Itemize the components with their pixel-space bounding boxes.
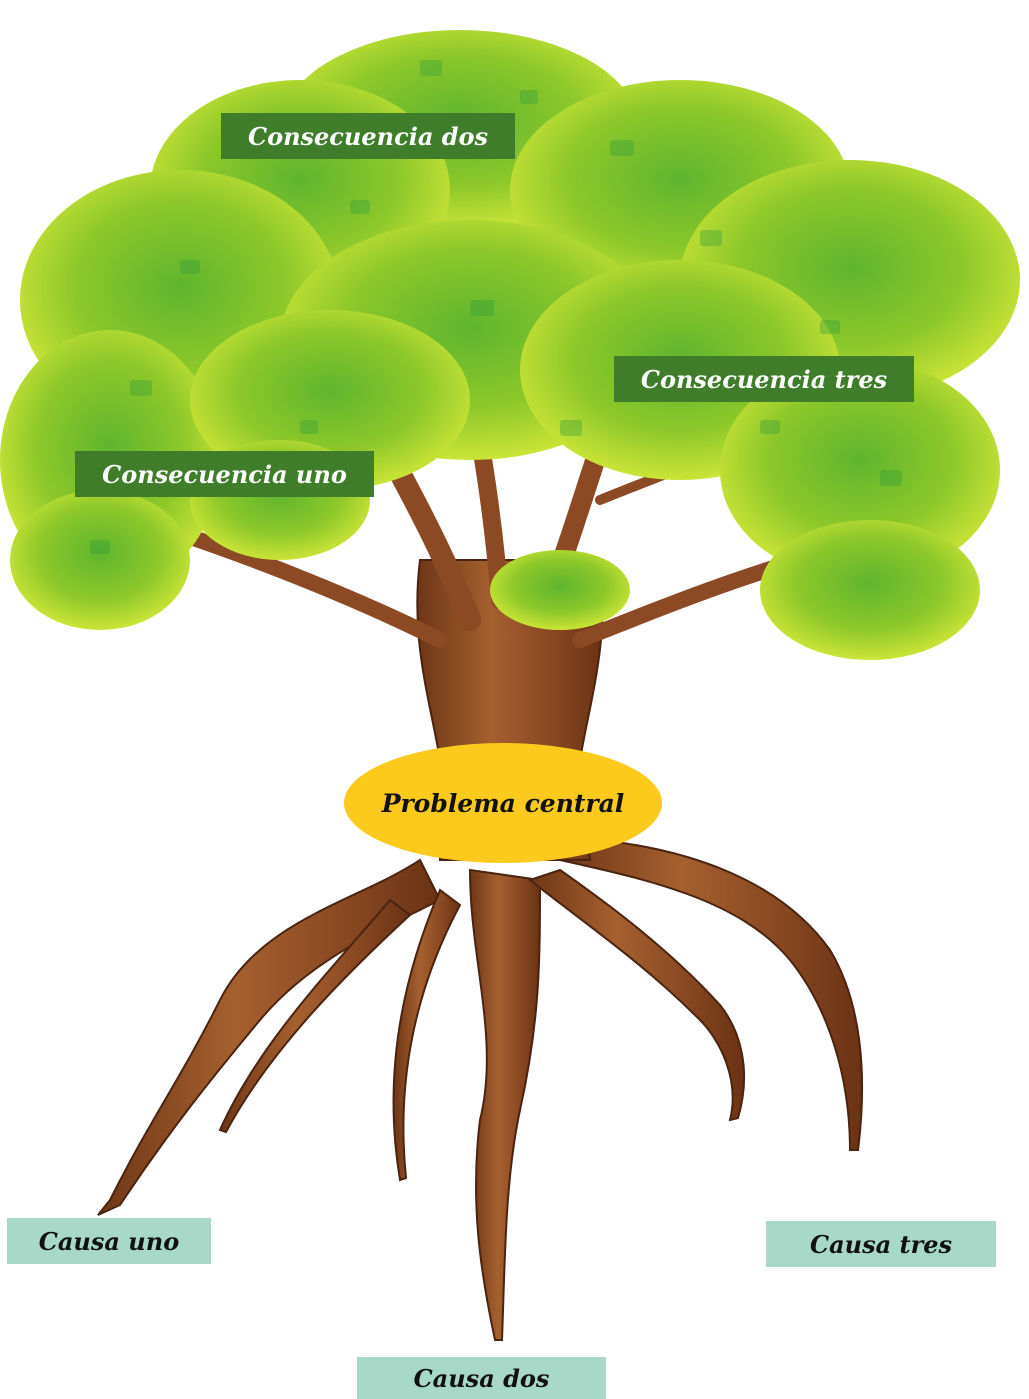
roots <box>98 840 862 1340</box>
consequence-two-label: Consecuencia dos <box>221 113 515 159</box>
cause-three-label: Causa tres <box>766 1221 996 1267</box>
central-problem-ellipse: Problema central <box>344 743 662 863</box>
consequence-one-label: Consecuencia uno <box>75 451 374 497</box>
cause-one-label: Causa uno <box>7 1218 211 1264</box>
consequence-three-label: Consecuencia tres <box>614 356 914 402</box>
cause-two-label: Causa dos <box>357 1357 606 1399</box>
